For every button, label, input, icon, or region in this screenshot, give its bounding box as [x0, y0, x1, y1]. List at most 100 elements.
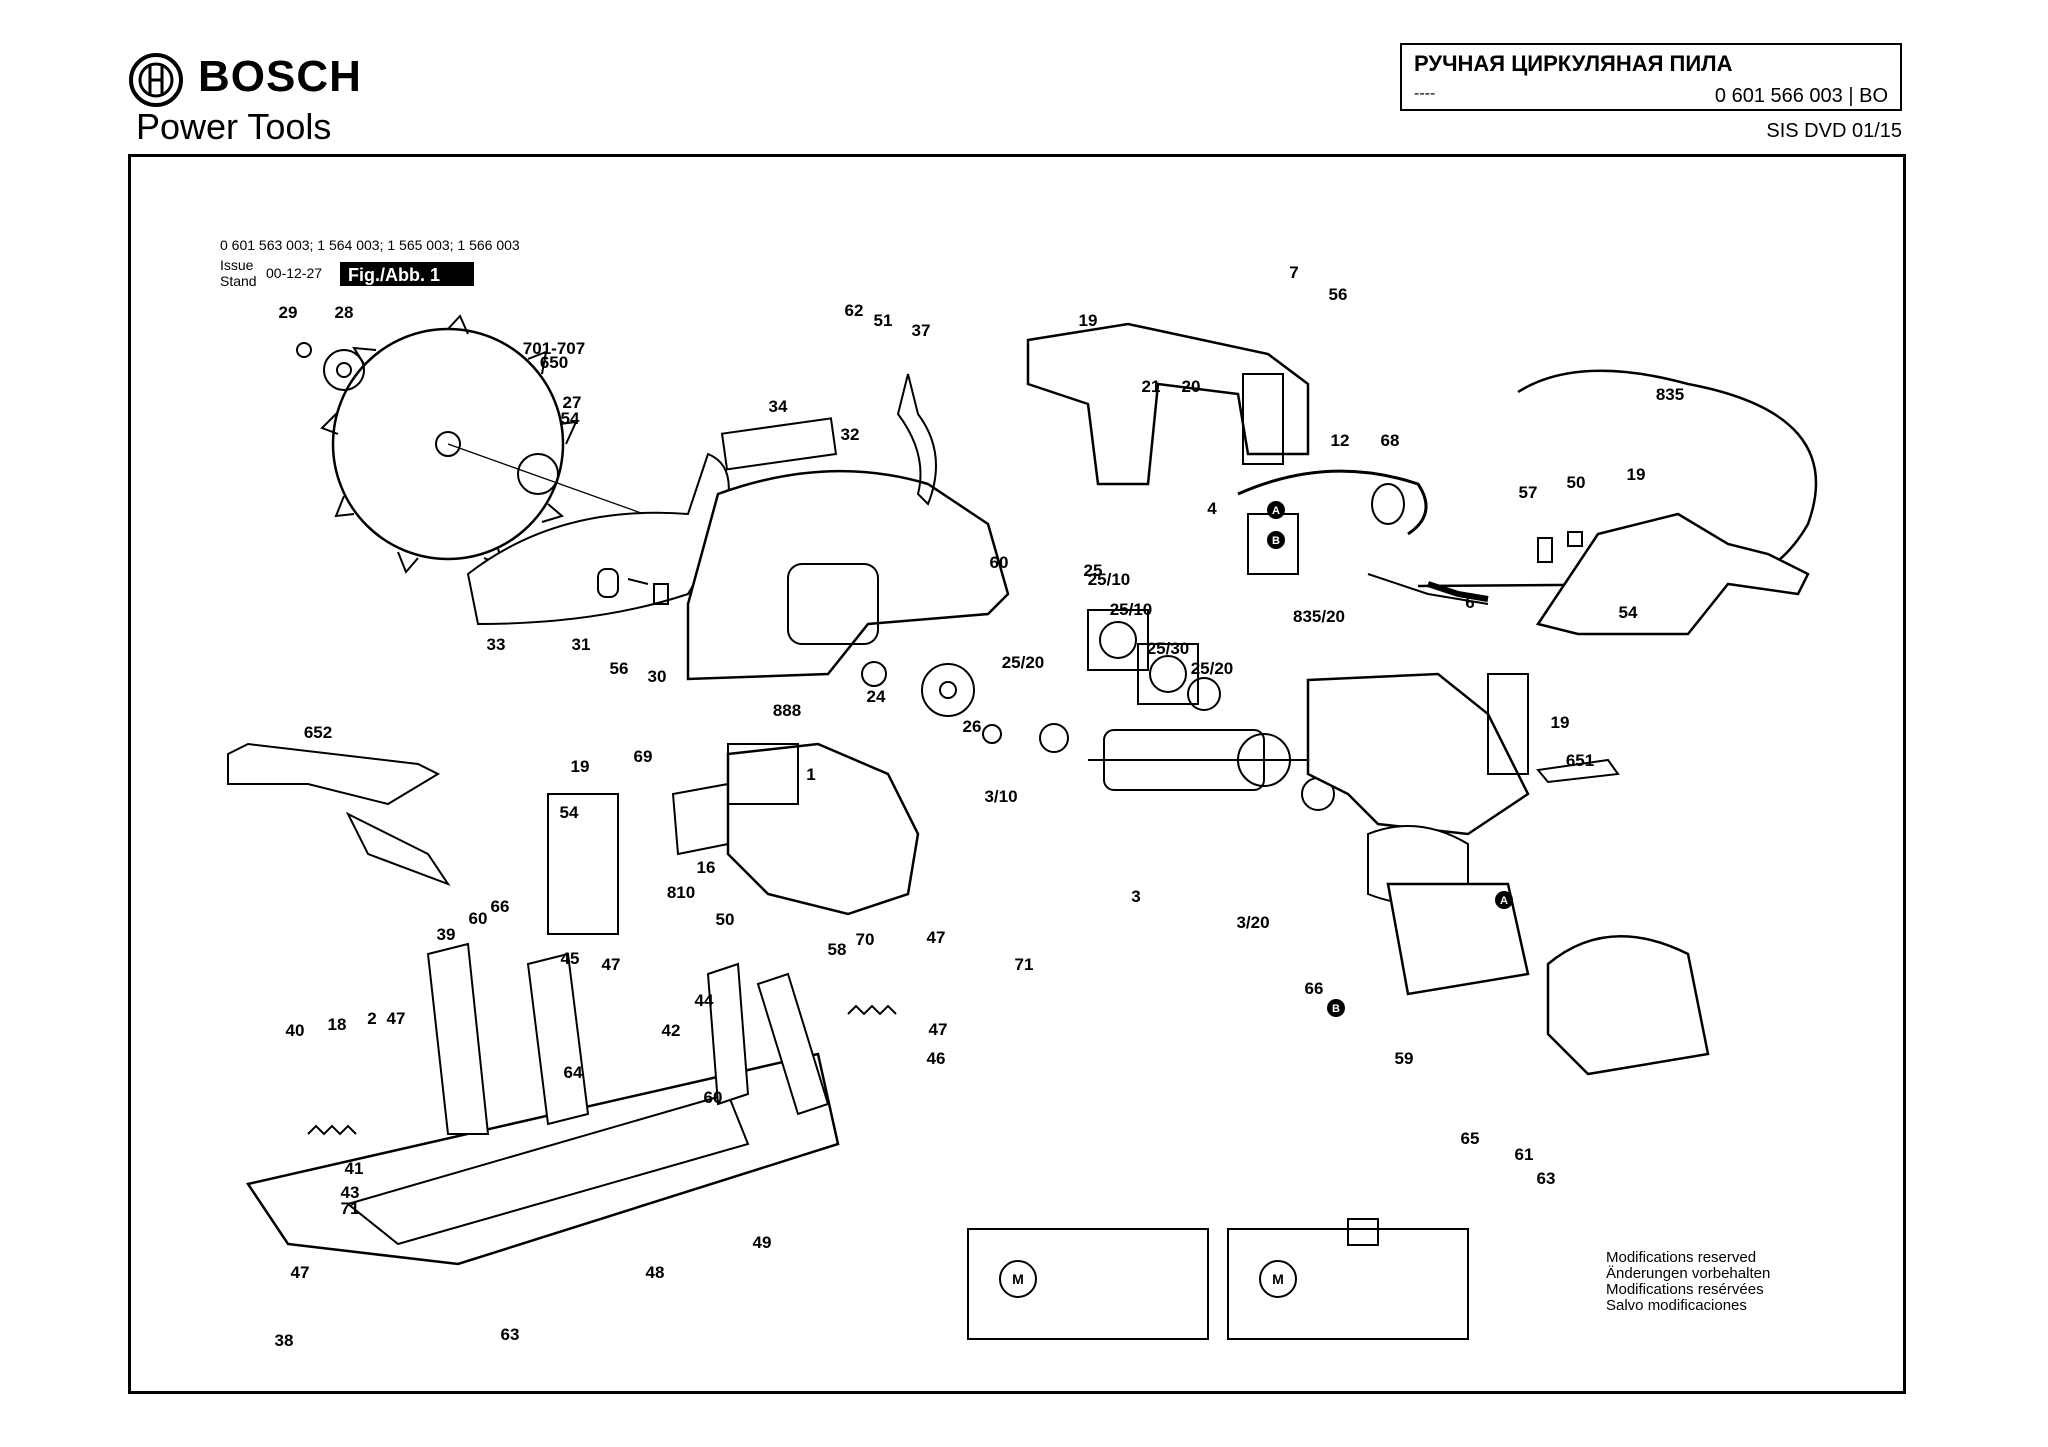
schematic-1	[967, 1228, 1209, 1340]
brand-subtitle: Power Tools	[136, 106, 332, 147]
motor-label-2: M	[1272, 1271, 1284, 1287]
callout-label: 31	[572, 635, 591, 654]
callout-label: 51	[874, 311, 893, 330]
callout-label: 47	[929, 1020, 948, 1039]
handle-insert	[1242, 373, 1284, 465]
parallel-guide-652	[227, 742, 441, 806]
callout-label: 61	[1515, 1145, 1534, 1164]
callout-label: 50	[716, 910, 735, 929]
callout-label: 44	[695, 991, 714, 1010]
motor-housing-19	[1306, 672, 1530, 836]
callout-label: 58	[828, 940, 847, 959]
callout-label: 59	[1395, 1049, 1414, 1068]
rear-handle-19	[1535, 512, 1810, 636]
bevel-bracket-39	[426, 942, 490, 1135]
marker-a2: A	[1500, 895, 1508, 907]
issue-label: Issue	[220, 257, 254, 273]
callout-label: 54	[560, 803, 579, 822]
callout-label: 62	[845, 301, 864, 320]
modifications-line-4: Salvo modificaciones	[1606, 1297, 1747, 1314]
callout-label: 25/10	[1088, 570, 1131, 589]
fig-label: Fig./Abb. 1	[348, 265, 440, 285]
callout-label: 39	[437, 925, 456, 944]
callout-label: 19	[1627, 465, 1646, 484]
callout-label: 30	[648, 667, 667, 686]
callout-label: 69	[634, 747, 653, 766]
brush-cover-19	[1487, 673, 1529, 775]
callout-label: 33	[487, 635, 506, 654]
callout-label: 25/20	[1002, 653, 1045, 672]
bevel-bracket-45	[526, 952, 590, 1126]
bracket-46	[706, 962, 750, 1106]
callout-label: 43	[341, 1183, 360, 1202]
marker-b2: B	[1332, 1003, 1340, 1015]
callout-label: 835/20	[1293, 607, 1345, 626]
callout-label: 42	[662, 1021, 681, 1040]
callout-label: 48	[646, 1263, 665, 1282]
motor-symbol-1	[999, 1260, 1037, 1298]
callout-label: 25/10	[1110, 600, 1153, 619]
callout-label: 47	[602, 955, 621, 974]
callout-label: 66	[1305, 979, 1324, 998]
title-text: РУЧНАЯ ЦИРКУЛЯНАЯ ПИЛА	[1414, 51, 1733, 76]
brand-name: BOSCH	[198, 52, 362, 101]
callout-label: 2	[367, 1009, 376, 1028]
hex-key-651	[1536, 758, 1620, 784]
title-block: РУЧНАЯ ЦИРКУЛЯНАЯ ПИЛА ---- 0 601 566 00…	[1400, 43, 1902, 111]
capacitor-68	[1371, 483, 1405, 525]
nut-50	[1567, 531, 1583, 547]
callout-label: 810	[667, 883, 695, 902]
callout-label: 20	[1182, 377, 1201, 396]
bearing-25-30	[1187, 677, 1221, 711]
issue-date: 00-12-27	[266, 265, 322, 281]
callout-label: 66	[491, 897, 510, 916]
callout-label: 7	[1289, 263, 1298, 282]
flange-28	[323, 349, 365, 391]
callout-label: 19	[1551, 713, 1570, 732]
callout-label: 651	[1566, 751, 1594, 770]
callout-label: 19	[1079, 311, 1098, 330]
title-dash: ----	[1414, 85, 1436, 102]
motor-cover-17	[1546, 934, 1710, 1076]
callout-label: 28	[335, 303, 354, 322]
upper-guard-32	[686, 469, 1010, 681]
callout-label: 60	[990, 553, 1009, 572]
fig-tag	[340, 262, 474, 286]
callout-label: 68	[1381, 431, 1400, 450]
callout-label: 50	[1567, 473, 1586, 492]
marker-a: A	[1272, 505, 1280, 517]
callout-label: 65	[1461, 1129, 1480, 1148]
callout-label: 16	[697, 858, 716, 877]
callout-label: 21	[1142, 377, 1161, 396]
scale-19	[547, 793, 619, 935]
callout-label: 3/10	[984, 787, 1017, 806]
spring-43	[307, 1124, 357, 1136]
callout-label: 32	[841, 425, 860, 444]
riving-guard-37	[896, 373, 937, 506]
armature-3	[1039, 723, 1308, 791]
callout-label: 38	[275, 1331, 294, 1350]
callout-label: 47	[387, 1009, 406, 1028]
callout-label: 49	[753, 1233, 772, 1252]
callout-label: 3	[1131, 887, 1140, 906]
callout-label: 60	[469, 909, 488, 928]
motor-label-1: M	[1012, 1271, 1024, 1287]
bosch-logo-icon	[129, 53, 183, 107]
callout-label: 888	[773, 701, 801, 720]
callout-label: 57	[1519, 483, 1538, 502]
marker-b: B	[1272, 535, 1280, 547]
callout-label: 3/20	[1236, 913, 1269, 932]
gear-26	[921, 663, 975, 717]
callout-label: 835	[1656, 385, 1684, 404]
callout-label: 34	[769, 397, 788, 416]
label-34	[720, 417, 838, 471]
screw-57	[1537, 537, 1553, 563]
brush-plate-25-10	[1087, 609, 1149, 671]
gear-housing-1	[726, 742, 920, 916]
callout-label: 71	[1015, 955, 1034, 974]
spring-30	[653, 583, 669, 605]
stator-2	[1386, 882, 1530, 996]
bearing-25-20	[982, 724, 1002, 744]
callout-label: 29	[279, 303, 298, 322]
